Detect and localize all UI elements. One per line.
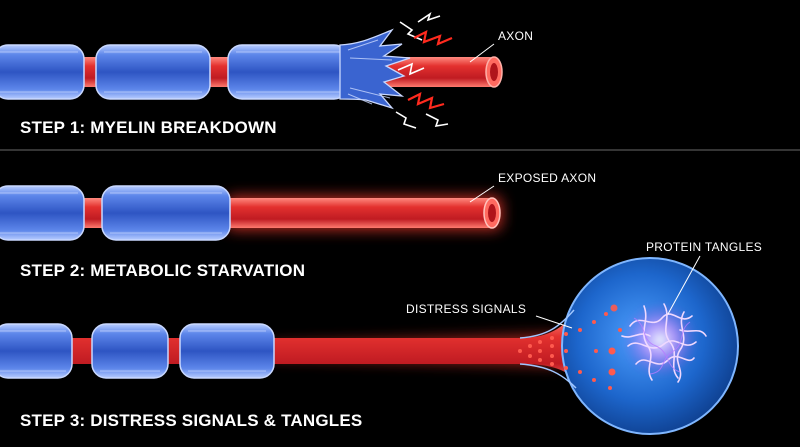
step-1-sparks <box>395 12 453 129</box>
step-3-axon <box>0 316 580 384</box>
step-3-panel: DISTRESS SIGNALS PROTEIN TANGLES STEP 3:… <box>0 240 762 435</box>
step-2-callout-exposed-axon: EXPOSED AXON <box>498 171 596 185</box>
step-3-callout-protein-tangles: PROTEIN TANGLES <box>646 240 762 254</box>
step-3-label: STEP 3: DISTRESS SIGNALS & TANGLES <box>20 411 362 430</box>
step-3-callout-line-tangles <box>667 255 701 315</box>
step-1-callout-line <box>469 43 495 63</box>
step-3-distress-signals <box>518 304 622 390</box>
step-1-label: STEP 1: MYELIN BREAKDOWN <box>20 118 277 137</box>
step-1-panel: AXON STEP 1: MYELIN BREAKDOWN <box>0 12 533 137</box>
step-1-callout-axon: AXON <box>498 29 533 43</box>
step-2-panel: EXPOSED AXON STEP 2: METABOLIC STARVATIO… <box>0 171 596 280</box>
step-3-protein-tangles <box>621 302 707 383</box>
step-3-callout-line-distress <box>535 315 573 329</box>
step-2-callout-line <box>469 185 495 203</box>
step-1-myelin-sheaths <box>0 28 411 110</box>
step-3-myelin-sheaths <box>0 323 275 379</box>
step-3-callout-distress-signals: DISTRESS SIGNALS <box>406 302 526 316</box>
step-2-myelin-sheaths <box>0 185 231 241</box>
step-2-label: STEP 2: METABOLIC STARVATION <box>20 261 305 280</box>
